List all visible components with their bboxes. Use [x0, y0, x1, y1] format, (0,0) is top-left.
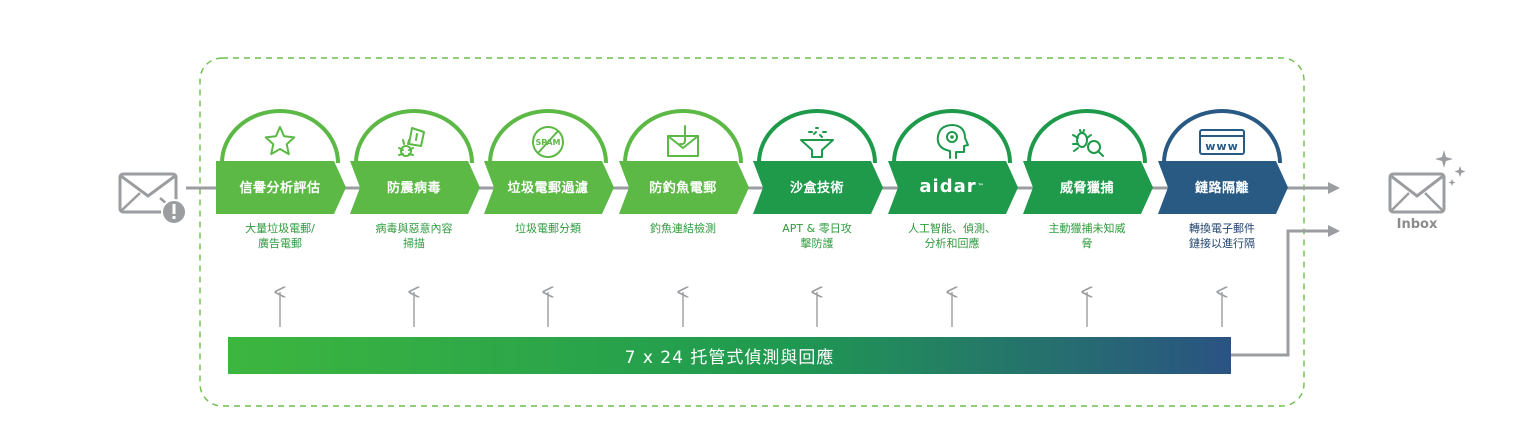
stage-chevron: [619, 161, 749, 214]
stage-dome: [488, 109, 608, 164]
stage-dome: [354, 109, 474, 164]
trademark-mark: ™: [977, 182, 985, 190]
mdr-bar: [228, 337, 1231, 374]
suspicious-mail-icon: [118, 172, 187, 225]
sandbox-funnel-icon: [800, 127, 834, 158]
stage-chevron: [484, 161, 614, 214]
stage-1: [216, 109, 346, 327]
stage-chevron: [1158, 161, 1288, 214]
stage-description: 垃圾電郵分類: [515, 222, 581, 235]
stage-description: APT & 零日攻 擊防護: [782, 222, 852, 250]
ai-head-icon: [936, 124, 969, 159]
stage-chevron: [888, 161, 1018, 214]
stage-7: [1023, 109, 1153, 327]
stage-5: [753, 109, 883, 327]
stage-2: [350, 109, 480, 327]
stage-description: 大量垃圾電郵/ 廣告電郵: [245, 222, 315, 250]
virus-bug-icon: [398, 127, 425, 157]
stage-4: [619, 109, 749, 327]
stage-title-text: 威脅獵捕: [1059, 180, 1114, 196]
stage-3: SPAM: [484, 109, 614, 327]
stage-chevron: [1023, 161, 1153, 214]
stage-title: 防釣魚電郵: [619, 174, 747, 198]
stage-dome: [220, 109, 340, 164]
stage-title: 鏈路隔離: [1158, 174, 1286, 198]
stage-8: www: [1158, 109, 1288, 327]
return-line: [1231, 229, 1330, 357]
stage-chevron: [753, 161, 883, 214]
stage-description: 病毒與惡意內容 掃描: [375, 222, 453, 250]
mdr-bar-label: 7 x 24 托管式偵測與回應: [624, 348, 835, 368]
stage-title-text: 信譽分析評估: [239, 180, 321, 196]
www-icon-text: www: [1205, 140, 1239, 153]
flow-arrowhead: [1328, 182, 1340, 194]
stage-description: 轉換電子郵件 鏈接以進行隔: [1189, 222, 1255, 250]
return-arrowhead: [1328, 225, 1340, 237]
spam-icon-text: SPAM: [535, 138, 560, 147]
stage-dome: [757, 109, 877, 164]
stage-title-text: 鏈路隔離: [1194, 180, 1249, 196]
stage-6: [888, 109, 1018, 327]
stage-title-text: aidar: [919, 175, 977, 197]
stage-description: 主動獵捕未知威 脅: [1048, 222, 1126, 250]
www-browser-icon: www: [1199, 129, 1245, 155]
stage-title-text: 垃圾電郵過濾: [507, 180, 589, 196]
inbox-label: Inbox: [1396, 217, 1438, 232]
stage-title: 防震病毒: [350, 174, 478, 198]
stage-chevron: [216, 161, 346, 214]
stage-title: 信譽分析評估: [216, 174, 344, 198]
stage-description: 人工智能、偵測、 分析和回應: [908, 222, 996, 250]
stage-dome: [623, 109, 743, 164]
star-icon: [264, 126, 296, 156]
stage-title-text: 沙盒技術: [789, 180, 844, 196]
threat-hunt-icon: [1072, 129, 1104, 157]
stage-title-text: 防釣魚電郵: [649, 180, 717, 196]
inbox-mail-icon: [1388, 150, 1466, 214]
stage-dome: [1162, 109, 1282, 164]
stage-title-text: 防震病毒: [386, 180, 441, 196]
spam-icon: SPAM: [532, 126, 564, 158]
stage-title: 垃圾電郵過濾: [484, 174, 612, 198]
stage-chevron: [350, 161, 480, 214]
phishing-hook-icon: [667, 125, 699, 157]
stage-description: 釣魚連結檢測: [650, 222, 716, 235]
stage-title: 沙盒技術: [753, 174, 881, 198]
stage-title: 威脅獵捕: [1023, 174, 1151, 198]
